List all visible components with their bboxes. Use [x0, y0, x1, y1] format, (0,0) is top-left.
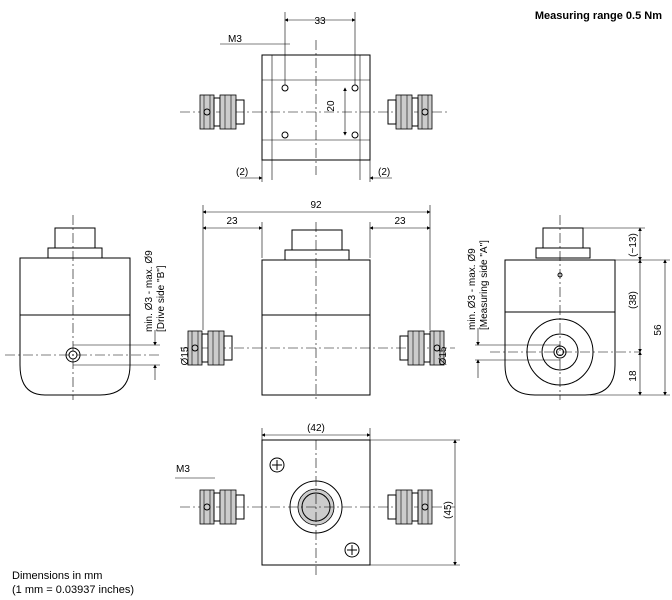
left-side-view: min. Ø3 - max. Ø9 [Drive side "B"] [5, 215, 167, 400]
left-shaft-range: min. Ø3 - max. Ø9 [144, 250, 155, 332]
units-note: Dimensions in mm [12, 570, 103, 582]
top-dim-width: 33 [314, 16, 326, 27]
top-gap-left: (2) [236, 167, 248, 178]
front-dim-right: 23 [394, 216, 406, 227]
front-dia-right: Ø15 [438, 346, 449, 365]
front-view: 92 23 23 Ø15 Ø15 [180, 200, 455, 400]
bottom-view: (42) (45) M3 [175, 423, 460, 575]
bottom-dim-width: (42) [307, 423, 325, 434]
front-dim-total: 92 [310, 200, 322, 211]
front-dia-left: Ø15 [180, 346, 191, 365]
right-dim-total: 56 [653, 324, 664, 336]
right-side-view: min. Ø3 - max. Ø9 [Measuring side "A"] (… [467, 215, 670, 400]
right-shaft-range: min. Ø3 - max. Ø9 [467, 248, 478, 330]
right-side-label: [Measuring side "A"] [479, 240, 490, 330]
right-dim-cap: (~13) [628, 233, 639, 257]
right-dim-axis: 18 [628, 370, 639, 382]
bottom-thread-label: M3 [176, 464, 190, 475]
left-side-label: [Drive side "B"] [156, 265, 167, 332]
right-dim-head: (38) [628, 291, 639, 309]
bottom-dim-height: (45) [443, 501, 454, 519]
top-gap-right: (2) [378, 167, 390, 178]
front-dim-left: 23 [226, 216, 238, 227]
top-view: 33 M3 20 (2) (2) [180, 12, 450, 182]
measuring-range-title: Measuring range 0.5 Nm [534, 10, 662, 22]
units-conversion: (1 mm = 0.03937 inches) [12, 584, 134, 596]
top-dim-height: 20 [326, 100, 337, 112]
top-thread-label: M3 [228, 34, 242, 45]
